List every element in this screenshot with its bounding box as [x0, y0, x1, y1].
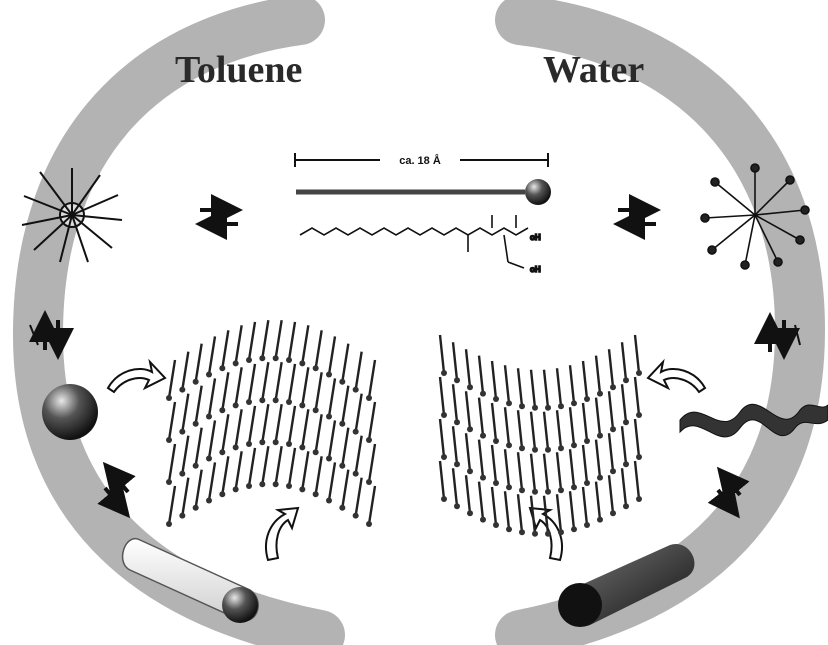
- sphere-icon: [42, 384, 98, 440]
- equilibrium-arrows-icon: [200, 210, 238, 224]
- equilibrium-arrows-icon: [618, 210, 656, 224]
- svg-text:oH: oH: [530, 265, 541, 274]
- curved-arrow-icon: [648, 362, 705, 392]
- svg-text:oH: oH: [530, 233, 541, 242]
- left-solvent-arc: [38, 20, 320, 635]
- bilayer-lattice-icon: [166, 320, 375, 527]
- water-label: Water: [543, 49, 644, 91]
- curved-arrow-icon: [108, 362, 165, 392]
- toluene-label: Toluene: [175, 49, 302, 91]
- molecular-structure-icon: oH oH: [300, 215, 541, 274]
- amphiphile-rod-icon: [296, 179, 551, 205]
- length-scale-bar: ca. 18 Å: [295, 152, 548, 168]
- bilayer-lattice-icon: [440, 335, 642, 537]
- curved-arrow-icon: [266, 508, 298, 560]
- length-scale-label: ca. 18 Å: [399, 154, 441, 167]
